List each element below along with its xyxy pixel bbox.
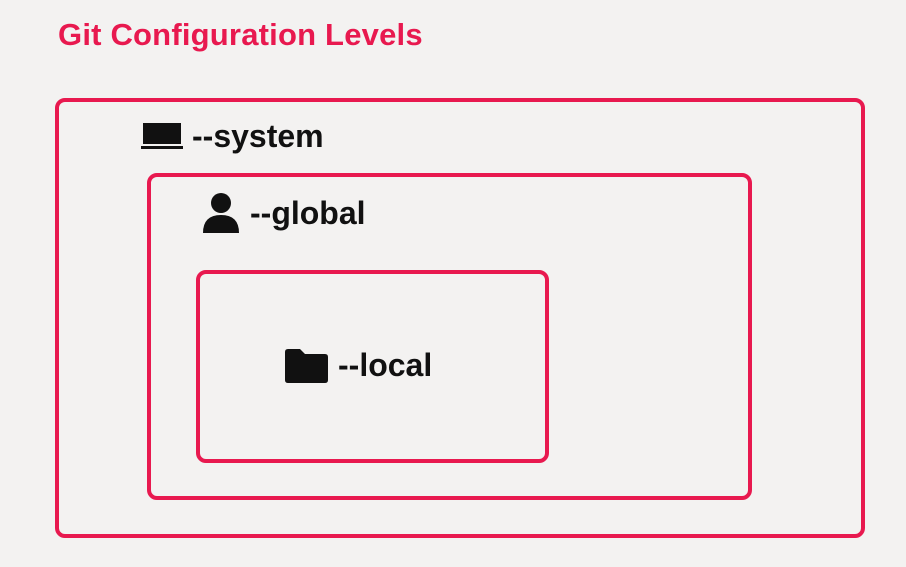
global-level-box: [147, 173, 752, 500]
local-level-label: --local: [338, 347, 433, 383]
global-level: --global: [201, 192, 366, 234]
diagram-title: Git Configuration Levels: [58, 17, 423, 52]
local-level: --local: [284, 346, 432, 384]
laptop-icon: [141, 121, 183, 151]
system-level-box: [55, 98, 865, 538]
folder-icon: [284, 346, 329, 384]
system-level-label: --system: [192, 118, 324, 154]
system-level: --system: [141, 120, 324, 152]
global-level-label: --global: [250, 195, 366, 231]
user-icon: [201, 192, 241, 234]
local-level-box: [196, 270, 549, 463]
